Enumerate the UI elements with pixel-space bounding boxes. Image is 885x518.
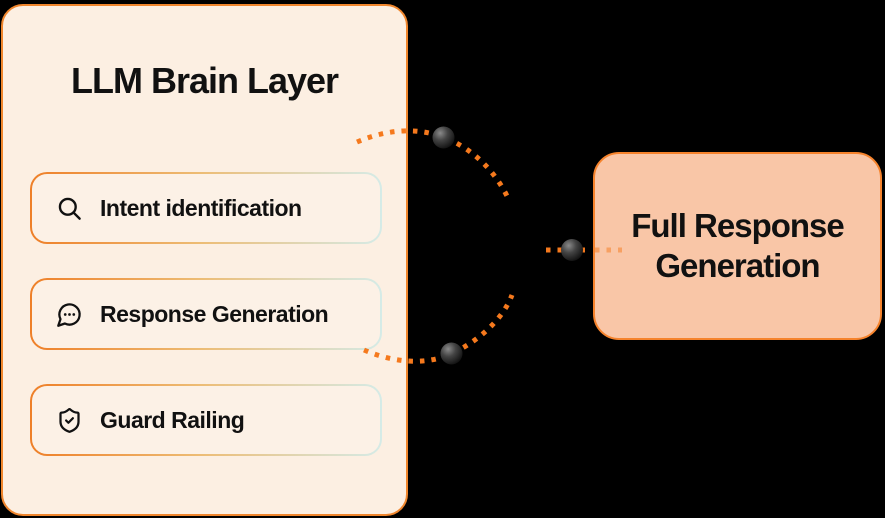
shield-check-icon xyxy=(59,407,80,433)
item-inner: Guard Railing xyxy=(32,386,380,454)
full-response-generation-box: Full Response Generation xyxy=(593,152,882,340)
llm-brain-layer-panel: LLM Brain Layer Intent identification Re… xyxy=(1,4,408,516)
item-inner: Response Generation xyxy=(32,280,380,348)
node-dot-bottom xyxy=(440,342,463,365)
search-icon xyxy=(58,197,81,220)
item-inner: Intent identification xyxy=(32,174,380,242)
node-dot-middle xyxy=(561,239,583,261)
item-label: Intent identification xyxy=(100,194,302,221)
node-dot-top xyxy=(432,126,455,149)
chat-icon xyxy=(57,302,81,327)
item-label: Response Generation xyxy=(100,300,329,327)
right-box-label: Full Response Generation xyxy=(631,207,845,284)
item-guard-railing: Guard Railing xyxy=(30,384,382,456)
item-response-generation: Response Generation xyxy=(30,278,382,350)
panel-title: LLM Brain Layer xyxy=(70,60,339,101)
item-intent-identification: Intent identification xyxy=(30,172,382,244)
item-label: Guard Railing xyxy=(100,406,245,433)
